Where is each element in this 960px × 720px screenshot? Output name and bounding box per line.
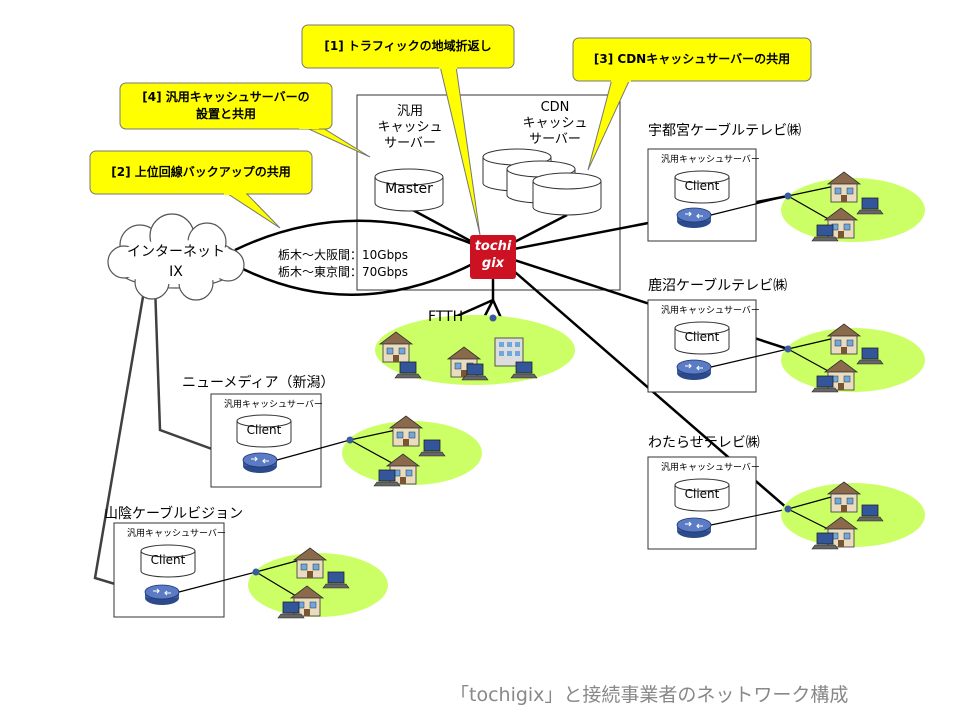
operator-newmedia: ニューメディア（新潟） [182, 375, 335, 391]
callout-1-text: [1] トラフィックの地域折返し [324, 39, 492, 53]
callout-3 [572, 37, 812, 171]
cache-server-label: 汎用キャッシュサーバー [127, 529, 226, 539]
callout-2-text: [2] 上位回線バックアップの共用 [111, 165, 291, 179]
cdn-cache-line3: サーバー [529, 132, 581, 147]
client-label: Client [150, 553, 186, 567]
site-watarase [647, 456, 925, 550]
internet-label: インターネット IX [121, 242, 231, 282]
site-sanin [113, 522, 388, 619]
master-label: Master [385, 181, 433, 197]
callout-4-line2: 設置と共用 [195, 107, 256, 121]
operator-kanuma: 鹿沼ケーブルテレビ㈱ [648, 278, 788, 294]
callout-4-line1: [4] 汎用キャッシュサーバーの [142, 90, 310, 104]
internet-line1: インターネット [127, 244, 225, 260]
operator-sanin: 山陰ケーブルビジョン [104, 506, 244, 522]
general-cache-line2: キャッシュ [377, 120, 443, 135]
cache-server-label: 汎用キャッシュサーバー [224, 400, 323, 410]
operator-watarase: わたらせテレビ㈱ [648, 435, 760, 451]
general-cache-line3: サーバー [384, 136, 436, 151]
ftth-area [375, 314, 575, 385]
site-newmedia [210, 393, 482, 488]
cache-server-label: 汎用キャッシュサーバー [661, 155, 760, 165]
cache-server-label: 汎用キャッシュサーバー [661, 306, 760, 316]
logo-text: tochi gix [470, 238, 516, 272]
callout-3-text: [3] CDNキャッシュサーバーの共用 [593, 52, 791, 66]
diagram-caption: 「tochigix」と接続事業者のネットワーク構成 [450, 684, 849, 706]
cache-server-label: 汎用キャッシュサーバー [661, 463, 760, 473]
cdn-server-icon [532, 172, 602, 216]
link-speeds: 栃木～大阪間：10Gbps 栃木～東京間：70Gbps [278, 247, 408, 281]
cdn-cache-line1: CDN [540, 100, 570, 115]
callout-1 [301, 24, 515, 236]
client-label: Client [684, 487, 720, 501]
callout-4-text: [4] 汎用キャッシュサーバーの 設置と共用 [120, 89, 332, 123]
site-kanuma [647, 299, 925, 393]
ftth-label: FTTH [428, 309, 464, 325]
callout-4 [119, 82, 371, 158]
operator-utsunomiya: 宇都宮ケーブルテレビ㈱ [648, 123, 802, 139]
general-cache-label: 汎用 キャッシュ サーバー [372, 104, 448, 152]
link-tokyo: 栃木～東京間：70Gbps [278, 265, 409, 279]
tochigix-logo [470, 235, 516, 279]
client-label: Client [246, 423, 282, 437]
client-label: Client [684, 179, 720, 193]
site-utsunomiya [647, 148, 925, 242]
cdn-cache-line2: キャッシュ [522, 116, 588, 131]
client-label: Client [684, 330, 720, 344]
link-osaka: 栃木～大阪間：10Gbps [278, 248, 409, 262]
general-cache-line1: 汎用 [396, 104, 423, 119]
internet-line2: IX [169, 264, 183, 280]
callout-2 [89, 150, 313, 229]
cdn-cache-label: CDN キャッシュ サーバー [515, 100, 595, 148]
logo-line2: gix [481, 256, 505, 271]
logo-line1: tochi [474, 239, 512, 254]
